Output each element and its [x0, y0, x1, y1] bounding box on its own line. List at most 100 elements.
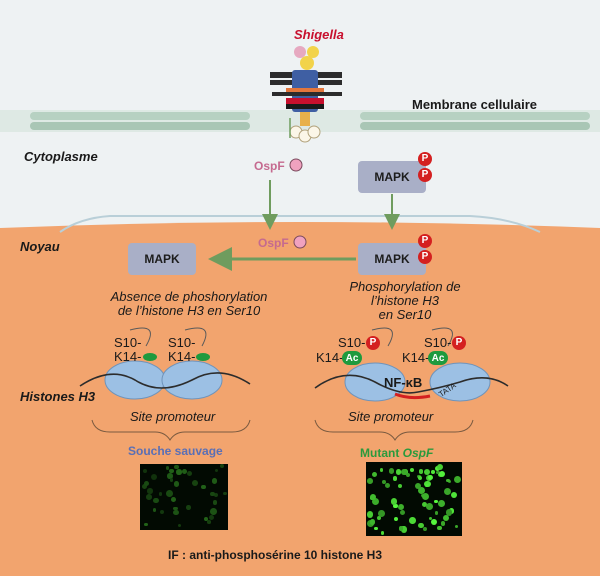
cell-nucleus-dot	[374, 526, 378, 530]
cell-nucleus-dot	[454, 524, 459, 529]
cell-nucleus-dot	[158, 492, 163, 496]
cell-nucleus-dot	[369, 518, 376, 525]
cell-nucleus-dot	[211, 477, 218, 484]
cell-nucleus-dot	[390, 498, 398, 505]
cell-nucleus-dot	[153, 497, 159, 504]
cell-nucleus-dot	[397, 483, 403, 488]
cell-nucleus-dot	[171, 497, 177, 502]
cell-nucleus-dot	[173, 506, 177, 511]
cell-nucleus-dot	[143, 469, 147, 473]
caption-label: IF : anti-phosphosérine 10 histone H3	[168, 548, 383, 562]
cell-nucleus-dot	[425, 502, 433, 510]
cell-nucleus-dot	[434, 511, 438, 515]
nuclear-envelope	[59, 215, 541, 233]
s10-label: S10-	[168, 335, 196, 350]
cell-nucleus-dot	[166, 489, 174, 497]
cell-nucleus-dot	[214, 493, 219, 498]
cell-nucleus-dot	[174, 464, 180, 470]
cell-nucleus-dot	[379, 468, 383, 472]
k14-label: K14-	[168, 349, 196, 364]
cell-nucleus-dot	[399, 510, 405, 516]
cytoplasm-label: Cytoplasme	[24, 149, 98, 164]
souche-sauvage-label: Souche sauvage	[128, 444, 223, 458]
s10-label: S10-	[114, 335, 142, 350]
mapk-box-cytoplasm: MAPK	[358, 161, 426, 193]
cell-nucleus-dot	[378, 510, 386, 517]
absence-line-1: Absence de phoshorylation	[110, 289, 268, 304]
cell-nucleus-dot	[371, 498, 379, 506]
cell-nucleus-dot	[445, 509, 453, 516]
membrane-label: Membrane cellulaire	[412, 97, 537, 112]
cell-nucleus-dot	[220, 464, 225, 469]
cell-nucleus-dot	[214, 469, 218, 473]
cell-nucleus-dot	[447, 479, 452, 484]
cell-nucleus-dot	[209, 491, 215, 497]
cell-nucleus-dot	[204, 517, 209, 522]
s10-label: S10-	[424, 335, 452, 350]
if-image-ospf-mutant	[366, 462, 462, 536]
ospf-mid-label: OspF	[258, 236, 289, 250]
cell-nucleus-dot	[201, 484, 207, 490]
cell-nucleus-dot	[395, 469, 401, 475]
cell-nucleus-dot	[182, 468, 187, 474]
cell-nucleus-dot	[401, 469, 408, 476]
cell-nucleus-dot	[441, 521, 446, 526]
cell-nucleus-dot	[185, 505, 191, 510]
cell-nucleus-dot	[417, 486, 425, 494]
cell-nucleus-dot	[405, 472, 411, 478]
cell-nucleus-dot	[371, 472, 378, 478]
nucleosomes-left	[79, 327, 251, 400]
cell-nucleus-dot	[376, 516, 381, 521]
cell-nucleus-dot	[167, 473, 173, 479]
phospho-badge: P	[418, 250, 432, 264]
phospho-badge: P	[366, 336, 380, 350]
cell-nucleus-dot	[176, 469, 182, 475]
cell-nucleus-dot	[436, 471, 440, 475]
cell-nucleus-dot	[427, 474, 433, 480]
cell-nucleus-dot	[445, 478, 450, 483]
cell-nucleus-dot	[438, 500, 445, 508]
cell-nucleus-dot	[209, 508, 217, 516]
cell-nucleus-dot	[369, 494, 376, 501]
if-image-wild-type	[140, 464, 228, 530]
cell-nucleus-dot	[393, 516, 399, 522]
cell-nucleus-dot	[422, 501, 428, 507]
cell-nucleus-dot	[165, 465, 170, 470]
absence-text: Absence de phoshorylation de l’histone H…	[96, 290, 282, 318]
membrane-lipids	[30, 112, 590, 130]
phospho-line-3: en Ser10	[378, 307, 432, 322]
cell-nucleus-dot	[425, 483, 429, 488]
acetyl-badge: Ac	[428, 351, 448, 365]
cell-nucleus-dot	[417, 522, 424, 529]
cell-nucleus-dot	[423, 469, 430, 476]
site-promoteur-left: Site promoteur	[130, 409, 216, 424]
cell-nucleus-dot	[366, 510, 374, 518]
brace-right	[314, 419, 474, 441]
cell-nucleus-dot	[418, 468, 424, 474]
cell-nucleus-dot	[169, 468, 174, 474]
mutant-italic: OspF	[402, 446, 434, 460]
cell-nucleus-dot	[434, 500, 438, 504]
ospf-top-label: OspF	[254, 159, 285, 173]
cell-nucleus-dot	[415, 483, 422, 490]
nfkb-label: NF-κB	[384, 375, 423, 390]
nucleus-label: Noyau	[20, 239, 60, 254]
cell-nucleus-dot	[384, 482, 391, 489]
cell-nucleus-dot	[417, 475, 423, 481]
cell-nucleus-dot	[153, 508, 157, 512]
cell-nucleus-dot	[422, 526, 427, 531]
cell-nucleus-dot	[366, 478, 373, 484]
cell-nucleus-dot	[430, 518, 437, 525]
acetyl-badge: Ac	[342, 351, 362, 365]
ospf-dot-top	[289, 158, 303, 172]
cell-nucleus-dot	[424, 480, 431, 487]
cell-nucleus-dot	[410, 468, 415, 473]
mapk-box-nucleus-inactive: MAPK	[128, 243, 196, 275]
phospho-badge: P	[418, 234, 432, 248]
cell-nucleus-dot	[437, 525, 443, 531]
histones-label: Histones H3	[20, 389, 96, 404]
cell-nucleus-dot	[186, 471, 192, 476]
nucleosomes-right	[314, 327, 509, 402]
